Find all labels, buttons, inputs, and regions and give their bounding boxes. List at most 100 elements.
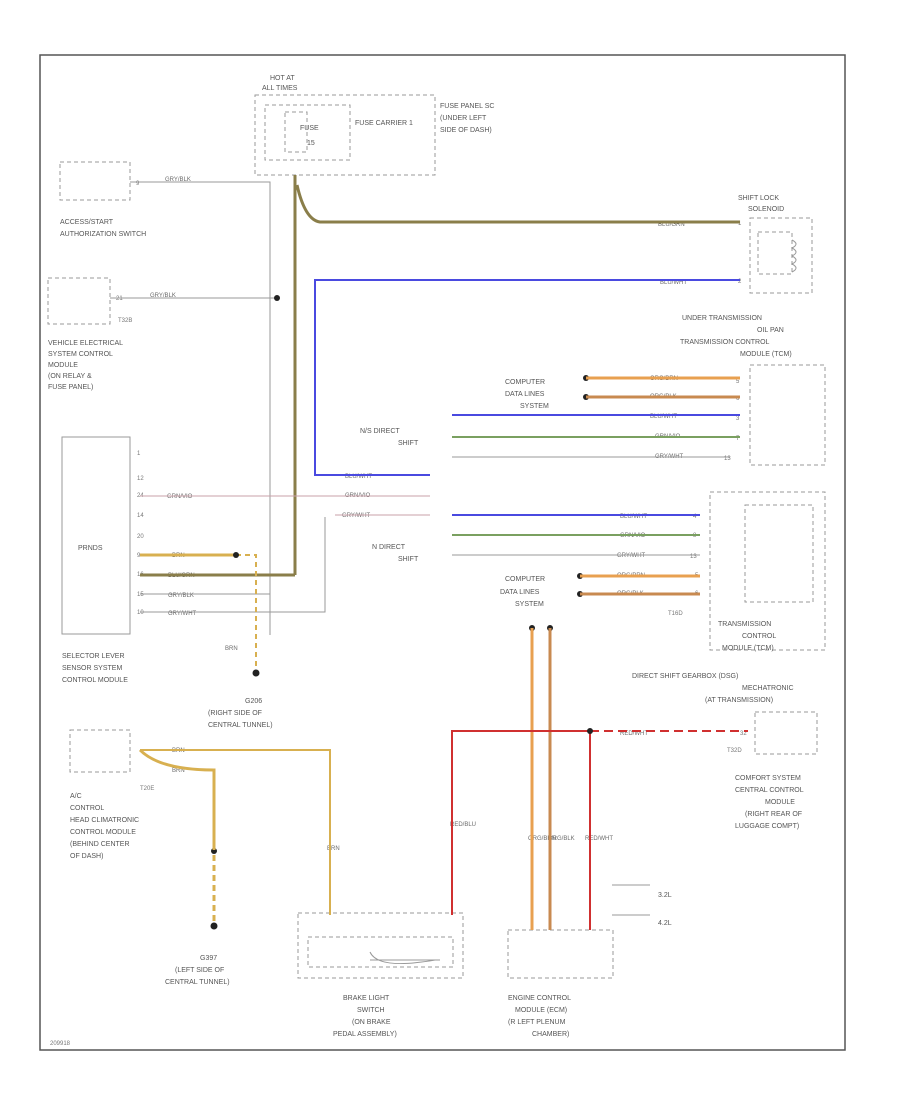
fuse-block: HOT AT ALL TIMES FUSE 15 FUSE CARRIER 1 … xyxy=(254,75,494,176)
comfort-label-3: MODULE xyxy=(765,799,795,806)
brake-inner xyxy=(307,936,454,968)
vesc-label-5: FUSE PANEL) xyxy=(48,384,93,391)
comfort-label-1: COMFORT SYSTEM xyxy=(735,775,801,782)
tcm-upper-pin-a: 5 xyxy=(736,379,740,385)
selector-label-1: SELECTOR LEVER xyxy=(62,653,125,660)
diagram-id: 209918 xyxy=(50,1041,71,1047)
ecm-label-3: (R LEFT PLENUM xyxy=(508,1019,566,1026)
g397-label-3: CENTRAL TUNNEL) xyxy=(165,979,230,986)
g206-label-3: CENTRAL TUNNEL) xyxy=(208,722,273,729)
computer-data-lines-upper: COMPUTER DATA LINES SYSTEM xyxy=(505,375,589,410)
ecm-wire-a: ORG/BRN xyxy=(528,836,556,842)
comfort-pin: 32 xyxy=(740,731,747,737)
comfort-label-2: CENTRAL CONTROL xyxy=(735,787,804,794)
brake-label-4: PEDAL ASSEMBLY) xyxy=(333,1031,397,1038)
splice-red xyxy=(587,728,593,734)
ac-wire-b: BRN xyxy=(172,768,185,774)
cdl-lower-1: COMPUTER xyxy=(505,576,545,583)
tcm-upper: UNDER TRANSMISSION OIL PAN TRANSMISSION … xyxy=(650,315,826,466)
selector-lever-module: PRNDS 1 12 24 14 20 9 16 15 10 GRN/VIO B… xyxy=(61,436,197,684)
shift-lock-coil xyxy=(757,231,793,275)
ground-g206: G206 (RIGHT SIDE OF CENTRAL TUNNEL) BRN xyxy=(208,646,273,729)
access-start-label-1: ACCESS/START xyxy=(60,219,114,226)
shift-lock-label: SHIFT LOCK xyxy=(738,195,779,202)
fuse-number: 15 xyxy=(307,140,315,147)
access-wire-label: GRY/BLK xyxy=(165,177,191,183)
splice-brn xyxy=(233,552,239,558)
cdl-upper-1: COMPUTER xyxy=(505,379,545,386)
tcm-upper-box xyxy=(749,364,826,466)
mid-wire-bluwht: BLU/WHT xyxy=(345,474,372,480)
ecm-wire-b: ORG/BLK xyxy=(548,836,575,842)
ac-label-1: A/C xyxy=(70,793,82,800)
tcm-upper-pin-c: 3 xyxy=(736,416,740,422)
dsg-label-2: MECHATRONIC xyxy=(742,685,794,692)
tcm-lower-pin-a: 4 xyxy=(693,514,697,520)
fuse-carrier-label: FUSE CARRIER 1 xyxy=(355,120,413,127)
tcm-upper-wire-c: BLU/WHT xyxy=(650,414,677,420)
selector-label-2: SENSOR SYSTEM xyxy=(62,665,122,672)
g206-label-1: G206 xyxy=(245,698,262,705)
tcm-lower-label-1: TRANSMISSION xyxy=(718,621,771,628)
tcm-lower-label-2: CONTROL xyxy=(742,633,776,640)
brake-wire-red: RED/BLU xyxy=(450,822,476,828)
tcm-top-label-2: OIL PAN xyxy=(757,327,784,334)
g206-wire: BRN xyxy=(225,646,238,652)
fuse-label: FUSE xyxy=(300,125,319,132)
sel-pin-1: 1 xyxy=(137,451,141,457)
sel-pin-12: 12 xyxy=(137,476,144,482)
wire-g206 xyxy=(236,554,257,670)
diagram-frame xyxy=(39,54,846,1051)
under-left-label: (UNDER LEFT xyxy=(440,115,487,122)
mid-wire-grywht: GRY/WHT xyxy=(342,513,371,519)
sel-wire-grnvio: GRN/VIO xyxy=(167,494,193,500)
ecm-wire-c: RED/WHT xyxy=(585,836,613,842)
ac-label-2: CONTROL xyxy=(70,805,104,812)
selector-label-3: CONTROL MODULE xyxy=(62,677,128,684)
ecm-label-4: CHAMBER) xyxy=(532,1031,569,1038)
computer-data-lines-lower: COMPUTER DATA LINES SYSTEM xyxy=(500,573,583,631)
wire-red-brake xyxy=(451,730,590,915)
tcm-lower-wire-a: BLU/WHT xyxy=(620,514,647,520)
ac-label-4: CONTROL MODULE xyxy=(70,829,136,836)
selector-box xyxy=(61,436,131,635)
sel-pin-14: 14 xyxy=(137,513,144,519)
ecm-variant-32: 3.2L xyxy=(658,892,672,899)
fuse-panel-sc-label: FUSE PANEL SC xyxy=(440,103,494,110)
tcm-lower-outer xyxy=(709,491,826,651)
sel-wire-gryblk: GRY/BLK xyxy=(168,593,194,599)
comfort-module: 32 T32D RED/WHT COMFORT SYSTEM CENTRAL C… xyxy=(620,711,818,830)
dsg-mechatronic: DIRECT SHIFT GEARBOX (DSG) MECHATRONIC (… xyxy=(632,673,794,704)
ecm-variant-42: 4.2L xyxy=(658,920,672,927)
access-start-pin: 9 xyxy=(136,181,140,187)
shift-lock-pin1: 1 xyxy=(738,221,742,227)
tcm-lower-pin-c: 13 xyxy=(690,554,697,560)
wire-ac-brn-b xyxy=(138,748,216,850)
ac-label-5: (BEHIND CENTER xyxy=(70,841,130,848)
side-of-dash-label: SIDE OF DASH) xyxy=(440,127,492,134)
wire-fuse-to-shiftlock xyxy=(295,184,740,224)
shift-lock-box xyxy=(749,217,813,294)
wire-ac-brn-a xyxy=(140,749,331,915)
ns-direct-label-2: SHIFT xyxy=(398,440,419,447)
brake-wire-brn: BRN xyxy=(327,846,340,852)
vesc-wire-label: GRY/BLK xyxy=(150,293,176,299)
fuse-element xyxy=(284,111,308,153)
dsg-label-1: DIRECT SHIFT GEARBOX (DSG) xyxy=(632,673,738,680)
sel-wire-grywht: GRY/WHT xyxy=(168,611,197,617)
g206-dot xyxy=(252,669,260,677)
comfort-wire: RED/WHT xyxy=(620,731,648,737)
comfort-box xyxy=(754,711,818,755)
tcm-lower-connector: T16D xyxy=(668,611,683,617)
ecm-label-2: MODULE (ECM) xyxy=(515,1007,567,1014)
ground-g397: G397 (LEFT SIDE OF CENTRAL TUNNEL) xyxy=(165,848,230,986)
ac-label-3: HEAD CLIMATRONIC xyxy=(70,817,139,824)
shift-lock-pin2: 2 xyxy=(738,279,742,285)
ac-connector: T20E xyxy=(140,786,154,792)
prnds-label: PRNDS xyxy=(78,545,103,552)
sel-pin-10: 10 xyxy=(137,610,144,616)
tcm-lower-inner xyxy=(744,504,814,603)
shift-lock-solenoid: SHIFT LOCK SOLENOID 1 2 BLU/GRN BLU/WHT xyxy=(658,195,813,294)
solenoid-label: SOLENOID xyxy=(748,206,784,213)
